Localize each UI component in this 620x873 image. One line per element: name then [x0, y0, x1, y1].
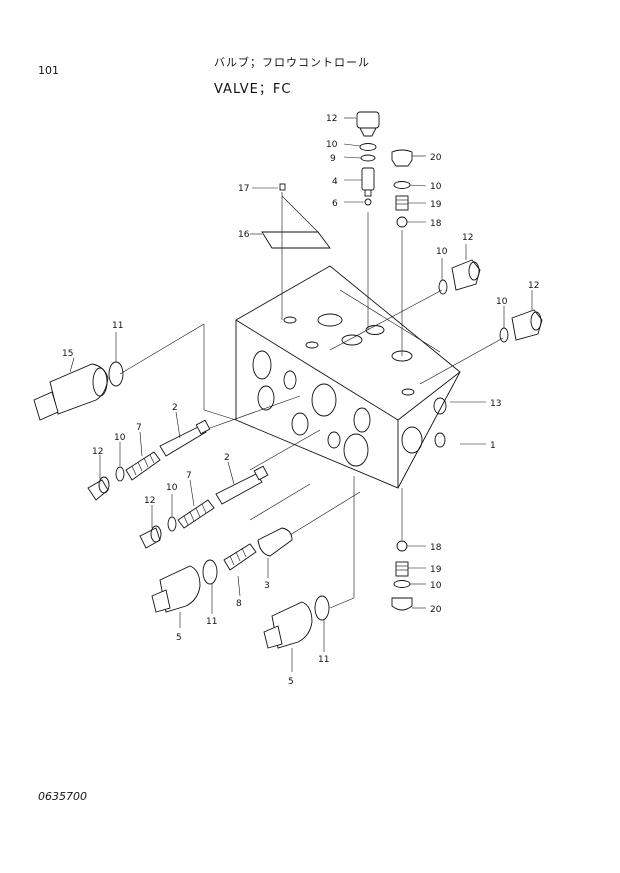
callout-8: 8: [236, 599, 242, 609]
upper-right-check-assembly: [391, 149, 413, 228]
callout-12-right-lower: 12: [528, 281, 539, 291]
callout-10-left-upper: 10: [114, 433, 126, 443]
callout-9: 9: [330, 154, 336, 164]
callout-20-top: 20: [430, 153, 442, 163]
valve-body-part-1: [235, 265, 461, 489]
callout-4: 4: [332, 177, 338, 187]
callout-10-bottom: 10: [430, 581, 442, 591]
callout-19-bottom: 19: [430, 565, 442, 575]
callout-12-right-upper: 12: [462, 233, 473, 243]
callout-10-right-lower: 10: [496, 297, 508, 307]
title-english: VALVE；FC: [214, 82, 292, 97]
fitting-part-5-left: [151, 559, 218, 613]
callout-1: 1: [490, 441, 496, 451]
callout-19-top: 19: [430, 200, 442, 210]
callout-11-bottom: 11: [318, 655, 329, 665]
callout-7-upper: 7: [136, 423, 142, 433]
lower-right-check-assembly: [391, 540, 413, 611]
plate-part-16: [261, 195, 331, 249]
callout-10-right-upper: 10: [436, 247, 448, 257]
callout-10-upper-right: 10: [430, 182, 442, 192]
callout-2-lower: 2: [224, 453, 230, 463]
title-japanese: バルブ；フロウコントロール: [214, 56, 370, 69]
fitting-part-5-right: [263, 595, 330, 649]
page-number: 101: [38, 64, 59, 77]
callout-20-bottom: 20: [430, 605, 442, 615]
callout-7-lower: 7: [186, 471, 192, 481]
callout-16: 16: [238, 230, 250, 240]
callout-13: 13: [490, 399, 501, 409]
callout-labels: 12 10 9 4 6 20 10 19 18 17 16 12 10 12 1…: [62, 114, 539, 687]
callout-12-top: 12: [326, 114, 337, 124]
callout-18-bottom: 18: [430, 543, 442, 553]
right-plug-upper: [438, 259, 481, 295]
callout-18-top: 18: [430, 219, 442, 229]
right-plug-lower: [499, 309, 543, 343]
callout-12-left-upper: 12: [92, 447, 103, 457]
callout-10-left-lower: 10: [166, 483, 178, 493]
callout-5-left: 5: [176, 633, 182, 643]
callout-11-top: 11: [112, 321, 123, 331]
callout-11-left: 11: [206, 617, 217, 627]
spool-assembly-lower: [139, 465, 269, 549]
callout-2-upper: 2: [172, 403, 178, 413]
callout-leaders: [69, 117, 533, 672]
fitting-part-15: [33, 361, 124, 421]
callout-5-bottom: 5: [288, 677, 294, 687]
callout-17: 17: [238, 184, 249, 194]
callout-15: 15: [62, 349, 73, 359]
piston-spring-assembly: [223, 527, 293, 571]
callout-6: 6: [332, 199, 338, 209]
top-plug-assembly: [356, 111, 380, 206]
center-lines: [119, 192, 504, 609]
pin-part-17: [279, 183, 286, 191]
spool-assembly-upper: [87, 419, 211, 501]
drawing-number: 0635700: [38, 790, 87, 803]
callout-12-left-lower: 12: [144, 496, 155, 506]
callout-10-top: 10: [326, 140, 338, 150]
callout-3: 3: [264, 581, 270, 591]
